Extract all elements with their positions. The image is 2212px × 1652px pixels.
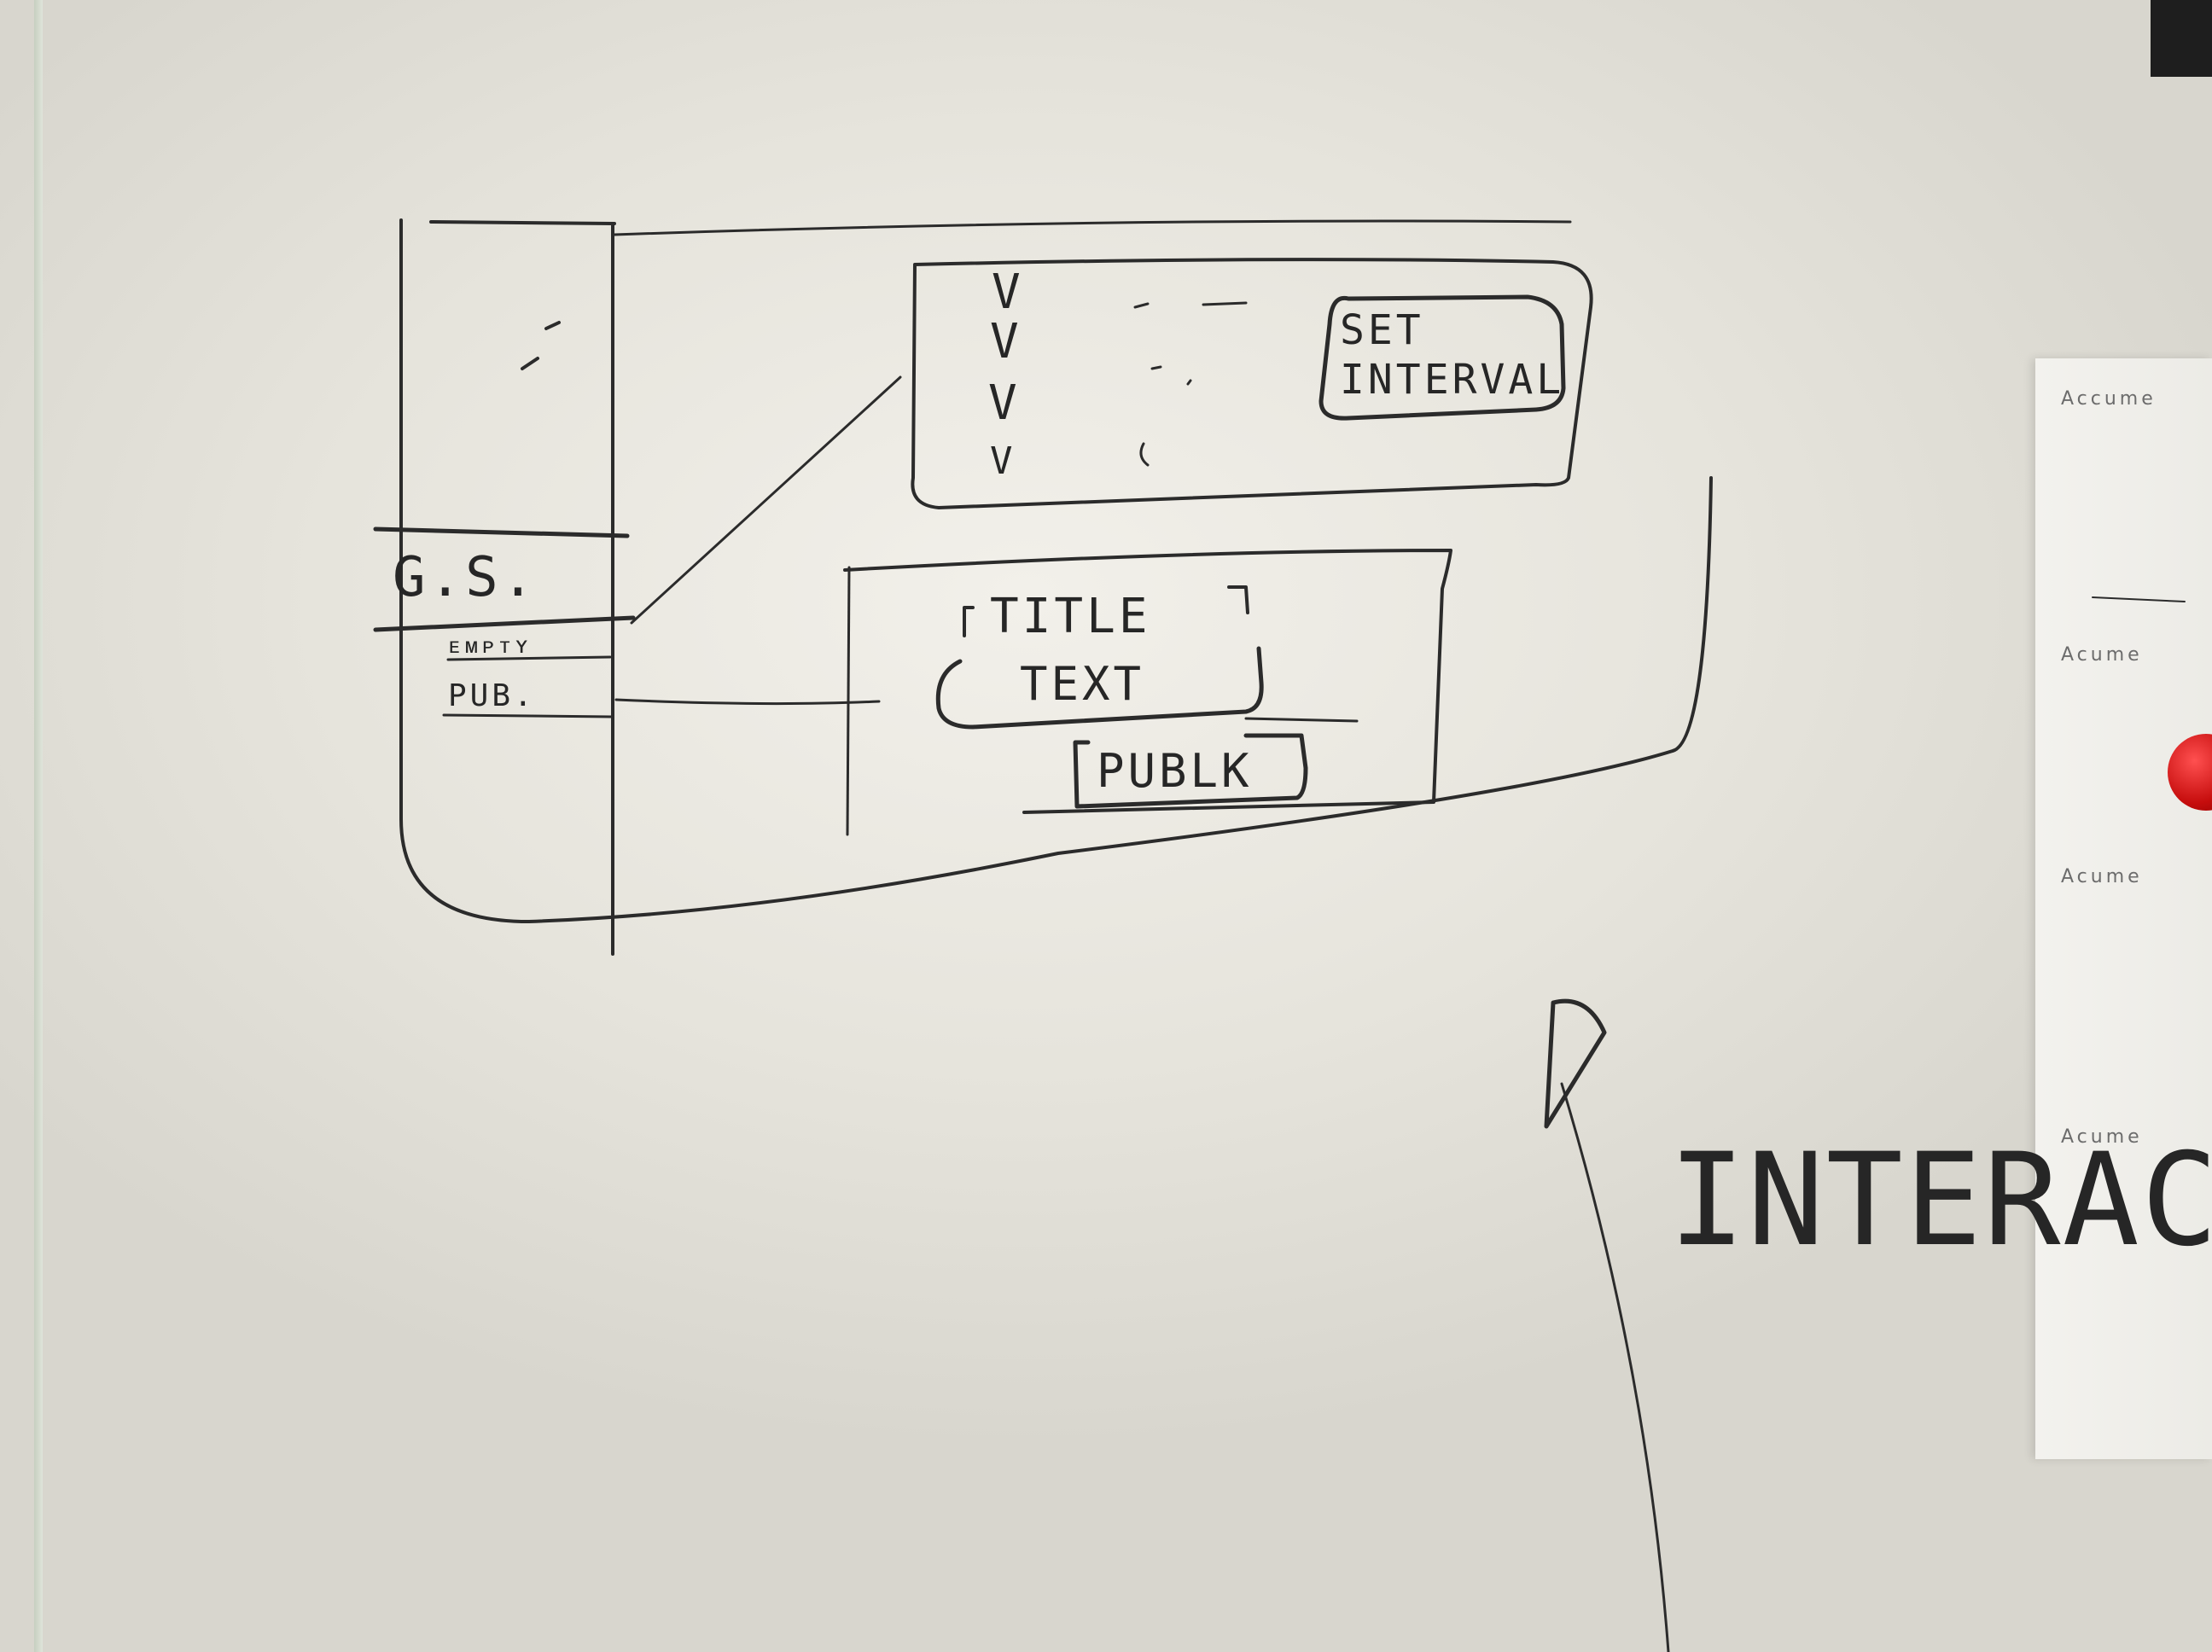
left-item-label: ᴇᴍᴘᴛʏ (448, 633, 533, 659)
connector-line (630, 375, 902, 625)
connector-line (614, 698, 881, 706)
check-mark: V (988, 375, 1021, 431)
frame-top-line (613, 219, 1572, 236)
publish-button-label: PUBLK (1097, 744, 1253, 798)
bottom-panel-box (843, 549, 1452, 814)
bottom-panel-left-edge (846, 566, 851, 836)
check-mark: V (990, 439, 1016, 483)
arrow-shaft (1560, 1082, 1670, 1652)
column-rule (446, 655, 612, 661)
column-rule (442, 713, 614, 718)
text-field-label: TEXT (1020, 657, 1145, 711)
whiteboard-frame-edge (34, 0, 43, 1652)
interact-heading: INTERAC (1668, 1126, 2212, 1275)
gs-label: G.S. (393, 546, 538, 609)
stray-marks (1133, 301, 1248, 467)
column-divider (429, 220, 616, 956)
check-mark: V (992, 265, 1024, 320)
text-field-outline (935, 646, 1264, 730)
set-interval-button-label: SET INTERVAL (1340, 306, 1565, 404)
title-field-label: TITLE (990, 589, 1151, 644)
stray-marks (521, 321, 561, 370)
paper-row: Acume (2061, 1126, 2143, 1148)
title-field-outline (963, 585, 1249, 637)
publish-button-outline (1073, 733, 1308, 809)
paper-rule (2092, 596, 2186, 602)
dark-corner (2151, 0, 2212, 77)
text-field-underline (1244, 717, 1359, 723)
paper-row: Acume (2061, 866, 2143, 887)
paper-row: Acume (2061, 644, 2143, 666)
paper-row: Accume (2061, 388, 2157, 410)
column-rule (373, 526, 630, 538)
column-rule (373, 615, 636, 632)
arrow-head (1544, 998, 1607, 1129)
left-item-pub-label: PUB. (448, 678, 536, 713)
check-mark: V (990, 314, 1022, 369)
set-interval-button-outline (1318, 294, 1566, 421)
outer-frame (399, 218, 1713, 923)
pinned-paper-sheet: Accume Acume Acume Acume (2035, 358, 2212, 1459)
top-panel-box (911, 258, 1593, 509)
